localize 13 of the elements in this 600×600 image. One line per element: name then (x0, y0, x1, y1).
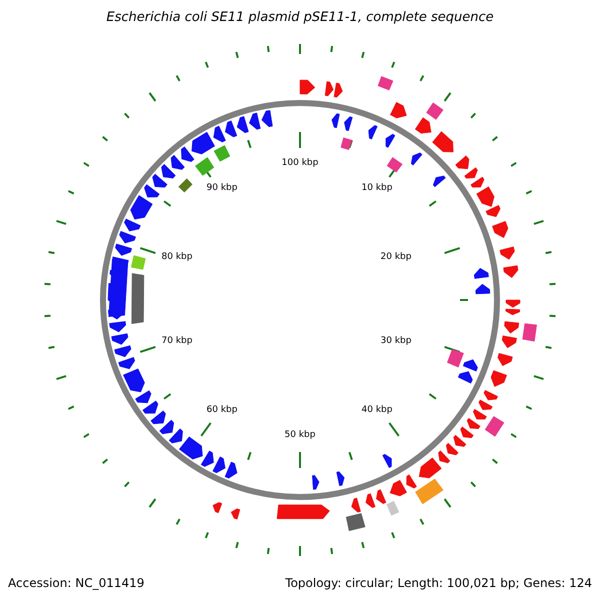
scale-label: 70 kbp (162, 336, 192, 346)
scale-label: 20 kbp (380, 252, 412, 262)
map-title: Escherichia coli SE11 plasmid pSE11-1, complete sequence (105, 10, 495, 25)
scale-label: 100 kbp (282, 158, 318, 168)
scale-label: 30 kbp (380, 336, 412, 346)
accession-note: Accession: NC_011419 (8, 576, 144, 590)
scale-label: 60 kbp (206, 405, 238, 415)
scale-label: 40 kbp (362, 405, 392, 415)
scale-label: 50 kbp (284, 430, 316, 440)
summary-note: Topology: circular; Length: 100,021 bp; Genes: 124 (285, 576, 592, 590)
scale-label: 90 kbp (206, 183, 238, 193)
scale-label: 80 kbp (162, 252, 192, 262)
scale-label: 10 kbp (362, 183, 392, 193)
